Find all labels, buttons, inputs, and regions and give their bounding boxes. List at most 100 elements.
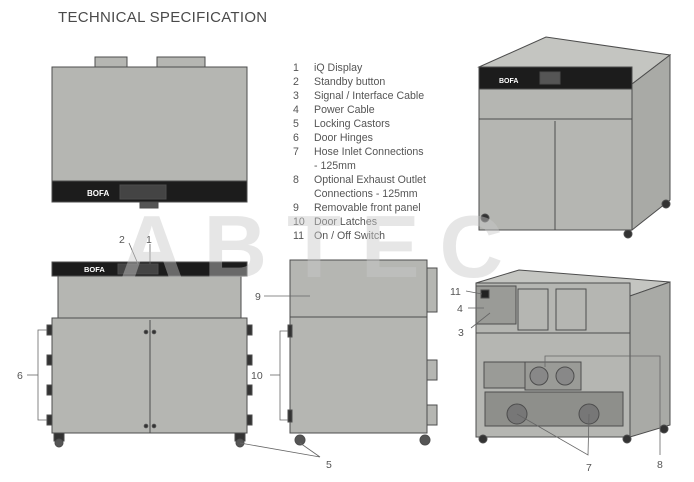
castor-wheel [480, 213, 490, 223]
legend-number: 2 [293, 76, 299, 88]
castor-wheel [54, 438, 64, 448]
side-view-lower-section [289, 316, 428, 434]
leader-8 [544, 355, 661, 455]
castor-wheel [478, 434, 488, 444]
iq-display [117, 263, 159, 275]
castor-wheel [622, 434, 632, 444]
callout-3: 3 [458, 327, 464, 339]
callout-1: 1 [146, 234, 152, 246]
legend-number: 7 [293, 146, 299, 158]
legend-item: 5 Locking Castors [293, 117, 426, 131]
exhaust-outlet-right [555, 366, 575, 386]
exhaust-outlet-left [529, 366, 549, 386]
castor-wheel [661, 199, 671, 209]
door-hinge [246, 354, 253, 366]
door-latch [151, 423, 157, 429]
legend-number: 10 [293, 216, 305, 228]
iso-front-upper-panel [478, 88, 633, 120]
callout-11: 11 [450, 286, 461, 298]
legend-item: 4 Power Cable [293, 103, 426, 117]
legend-text: Power Cable [314, 104, 375, 116]
legend-item: 8 Optional Exhaust Outlet Connections - 1… [293, 173, 426, 201]
iso-front-display [539, 71, 561, 85]
leader-7 [516, 413, 590, 456]
legend-item: 6 Door Hinges [293, 131, 426, 145]
legend-item: 9 Removable front panel [293, 201, 426, 215]
legend-item: 7 Hose Inlet Connections - 125mm [293, 145, 426, 173]
legend-number: 8 [293, 174, 299, 186]
door-hinge [46, 354, 53, 366]
callout-5: 5 [326, 459, 332, 471]
legend-text: Removable front panel [314, 202, 421, 214]
callout-10: 10 [251, 370, 263, 382]
legend-number: 4 [293, 104, 299, 116]
brand-logo: BOFA [499, 78, 518, 85]
legend-number: 1 [293, 62, 299, 74]
castor-wheel [419, 434, 431, 446]
side-view-rear-box [426, 267, 438, 313]
legend-text: Hose Inlet Connections - 125mm [314, 146, 424, 172]
leader-6 [37, 329, 47, 421]
leader-11 [465, 290, 483, 295]
side-view-upper-section [289, 259, 428, 318]
callout-8: 8 [657, 459, 663, 471]
top-view-body [51, 66, 248, 185]
front-view-unit: BOFA [46, 261, 253, 448]
door-latch [151, 329, 157, 335]
door-hinge [246, 324, 253, 336]
top-view-display [119, 184, 167, 200]
rear-box-left [517, 288, 549, 331]
callout-4: 4 [457, 303, 463, 315]
callout-labels: 1 2 3 4 5 6 7 8 9 10 11 [17, 234, 663, 474]
on-off-switch [480, 289, 490, 299]
door-hinge [46, 324, 53, 336]
callout-9: 9 [255, 291, 261, 303]
castor-wheel [294, 434, 306, 446]
leader-2 [128, 242, 139, 265]
legend-text: Locking Castors [314, 118, 390, 130]
castor-wheel [659, 424, 669, 434]
legend-number: 5 [293, 118, 299, 130]
door-latch [287, 409, 293, 423]
side-view-unit [287, 259, 438, 446]
legend-text: Door Latches [314, 216, 378, 228]
isometric-front-unit: BOFA [477, 36, 672, 239]
leader-3 [470, 312, 491, 329]
door-latch [143, 423, 149, 429]
callout-7: 7 [586, 462, 592, 474]
brand-logo: BOFA [84, 265, 105, 274]
iso-rear-side [629, 281, 671, 438]
legend-number: 6 [293, 132, 299, 144]
page-title: TECHNICAL SPECIFICATION [58, 9, 268, 26]
rear-grille [484, 391, 624, 427]
legend-text: Standby button [314, 76, 386, 88]
legend-item: 2 Standby button [293, 75, 426, 89]
leader-5 [239, 442, 321, 458]
legend-item: 1 iQ Display [293, 61, 426, 75]
top-view-connector [139, 201, 159, 209]
callout-2: 2 [119, 234, 125, 246]
callout-leaders [27, 242, 661, 458]
legend-number: 11 [293, 230, 304, 242]
legend-text: Optional Exhaust Outlet Connections - 12… [314, 174, 426, 200]
leader-10 [279, 330, 288, 421]
rear-box-right [555, 288, 587, 331]
door-hinge [246, 384, 253, 396]
isometric-rear-unit [475, 269, 671, 444]
hose-inlet-stub [426, 359, 438, 381]
legend-item: 10 Door Latches [293, 215, 426, 229]
door-hinge [46, 384, 53, 396]
callout-6: 6 [17, 370, 23, 382]
door-hinge [246, 414, 253, 426]
legend-text: iQ Display [314, 62, 363, 74]
brand-logo: BOFA [87, 189, 109, 198]
legend-text: On / Off Switch [314, 230, 386, 242]
legend-text: Door Hinges [314, 132, 373, 144]
hose-inlet-stub [426, 404, 438, 426]
castor-wheel [623, 229, 633, 239]
legend-number: 9 [293, 202, 299, 214]
legend-number: 3 [293, 90, 299, 102]
